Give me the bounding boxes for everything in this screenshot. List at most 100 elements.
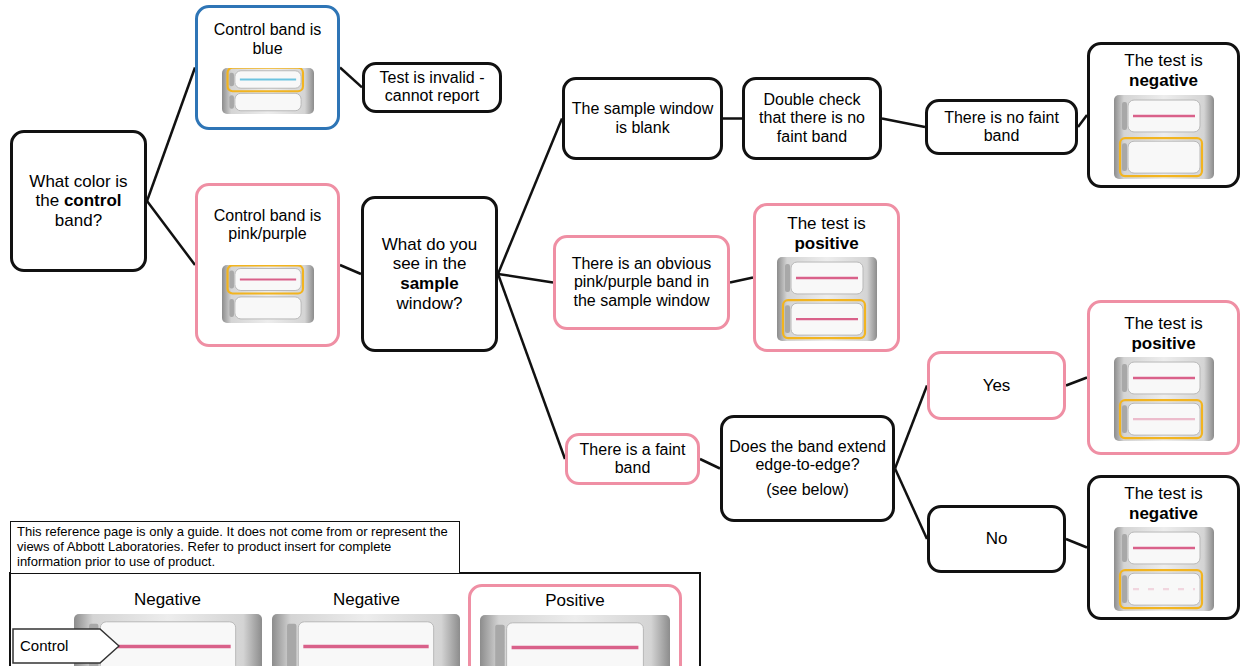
result-window [1128,141,1200,173]
text-word: The [1124,484,1158,503]
text-word: test [1158,314,1190,333]
text-word: positive [1124,334,1202,354]
test-strip-photo [222,265,314,323]
connector-line [147,201,195,265]
result-window [791,303,863,335]
card-notch [785,264,790,292]
connector-line [1066,378,1087,386]
node-text: The sample window is blank [571,100,714,137]
answer-box: No [927,505,1066,573]
node-text: Test is invalid - cannot report [371,69,493,106]
control-line [796,277,858,279]
result-window [1128,573,1200,605]
text-word: see [393,254,425,273]
control-line [512,645,639,649]
text-word: test [821,214,853,233]
result-window [1128,100,1200,132]
text-word: band? [55,211,102,230]
result-window [234,269,300,291]
text-word: The [787,214,821,233]
connector-line [895,386,927,469]
test-strip-photo [1114,357,1214,441]
node-text: The test is negative [1124,51,1202,90]
text-word: The [1124,51,1158,70]
test-card [222,68,314,114]
result-window [1128,362,1200,394]
connector-line [895,469,927,540]
result-window [507,622,644,666]
card-notch [785,305,790,333]
test-strip-photo [480,615,670,666]
example-box: Positive [468,584,682,666]
connector-line [1078,115,1087,127]
connector-line [340,68,362,88]
test-card [222,265,314,323]
text-word: sample [400,274,459,293]
text-word: window? [396,294,462,313]
card-notch [229,299,234,317]
connector-line [340,265,361,274]
node-text: The test is negative [1124,484,1202,523]
test-strip-photo [777,257,877,341]
card-notch [1122,534,1127,562]
test-strip-photo [222,68,314,114]
node-text: Does the band extend edge-to-edge? [729,438,886,475]
condition-box: Control band is blue [195,5,340,130]
process-box: Double check that there is no faint band [742,77,882,160]
text-word: control [64,191,122,210]
condition-box: Control band is pink/purple [195,183,340,347]
highlight-frame [1120,570,1202,608]
node-text: What do you see in the sample window? [370,235,489,313]
card-notch [229,271,234,289]
card-notch [229,95,234,108]
card-notch [1122,364,1127,392]
sample-line [1133,418,1195,420]
control-line [239,78,295,80]
card-notch [1122,102,1127,130]
text-word: the [443,254,467,273]
result-window [298,622,433,666]
disclaimer-box: This reference page is only a guide. It … [10,521,460,574]
test-card [1114,357,1214,441]
text-word: positive [787,234,865,254]
text-word: do [426,235,450,254]
result-box: The test is negative [1087,475,1240,620]
result-window [234,71,300,88]
text-word: negative [1124,504,1202,524]
test-strip-photo [1114,527,1214,611]
node-text: No [986,529,1008,549]
node-text: The test is positive [1124,314,1202,353]
condition-box: The sample window is blank [562,77,723,160]
test-card [1114,527,1214,611]
node-text: What color is the control band? [19,172,138,231]
text-word: test [1158,51,1190,70]
control-pointer: Control [12,628,120,664]
card-notch [287,624,296,666]
text-word: in [425,254,443,273]
test-card [480,615,670,666]
decision-box: Does the band extend edge-to-edge?(see b… [720,415,895,522]
result-box: Test is invalid - cannot report [362,62,502,113]
result-window [1128,532,1200,564]
control-line [239,279,295,281]
node-text: This reference page is only a guide. It … [17,525,453,570]
text-word: you [450,235,477,254]
column-heading: Negative [314,590,419,610]
text-word: color [74,172,116,191]
control-line [105,645,230,649]
pointer-outline [13,629,119,663]
text-word: The [1124,314,1158,333]
test-card [272,614,460,666]
control-line [1133,114,1195,116]
node-text: There is a faint band [574,441,691,478]
control-line [1133,547,1195,549]
result-box: The test is positive [753,203,900,352]
text-word: is [1190,51,1202,70]
test-strip-photo [272,614,460,666]
test-card [777,257,877,341]
node-text: Double check that there is no faint band [751,91,873,146]
text-word: What [382,235,426,254]
highlight-frame [1120,138,1202,176]
node-text: Control [20,637,68,654]
node-text: Positive [545,591,605,611]
